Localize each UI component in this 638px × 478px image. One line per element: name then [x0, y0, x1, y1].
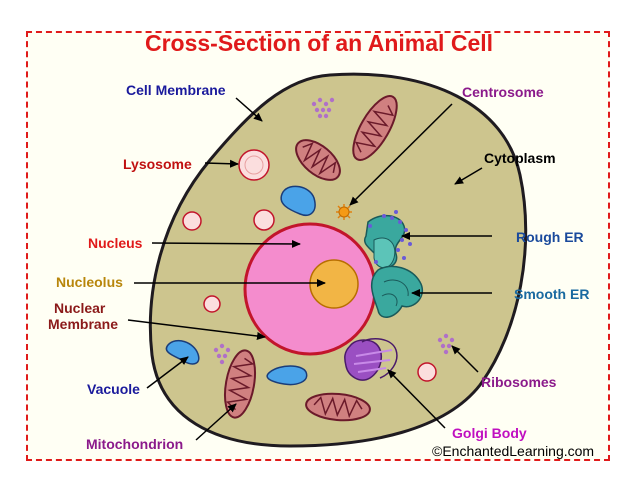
label-golgi-body: Golgi Body — [452, 425, 527, 441]
label-centrosome: Centrosome — [462, 84, 544, 100]
mitochondrion-top — [352, 95, 398, 161]
label-cytoplasm: Cytoplasm — [484, 150, 556, 166]
ribosome-cluster — [213, 343, 231, 365]
leader-cell-membrane — [235, 97, 263, 122]
label-smooth-er: Smooth ER — [514, 286, 590, 302]
leader-nucleus — [151, 239, 301, 248]
label-ribosomes: Ribosomes — [481, 374, 557, 390]
lysosome — [238, 149, 270, 181]
label-vacuole: Vacuole — [87, 381, 140, 397]
label-nuclear-membrane-line2: Membrane — [48, 316, 119, 332]
label-nucleus: Nucleus — [88, 235, 143, 251]
vesicle — [203, 295, 221, 313]
label-cell-membrane: Cell Membrane — [126, 82, 226, 98]
centrosome — [336, 204, 352, 220]
leader-nuclear-membrane — [127, 319, 266, 340]
mitochondrion-lower-left — [224, 349, 256, 419]
label-nucleolus: Nucleolus — [56, 274, 123, 290]
label-mitochondrion: Mitochondrion — [86, 436, 184, 452]
golgi-body — [344, 337, 398, 381]
rough-er — [363, 210, 412, 270]
leader-cytoplasm — [454, 167, 483, 185]
label-nuclear-membrane-line1: Nuclear — [54, 300, 106, 316]
label-lysosome: Lysosome — [123, 156, 192, 172]
leader-mitochondrion — [195, 403, 237, 441]
vacuole-left — [165, 339, 200, 365]
nucleolus — [309, 259, 359, 309]
vesicle — [182, 211, 202, 231]
vesicle — [417, 362, 437, 382]
credit-text: ©EnchantedLearning.com — [432, 443, 595, 459]
vacuole-bottom — [266, 365, 308, 386]
leader-vacuole — [146, 356, 189, 389]
mitochondrion-upper — [295, 139, 341, 181]
smooth-er — [370, 265, 423, 318]
leader-golgi-body — [387, 369, 446, 429]
vacuole-top — [280, 185, 316, 216]
vesicle — [253, 209, 275, 231]
label-rough-er: Rough ER — [516, 229, 584, 245]
leader-lysosome — [204, 159, 239, 168]
mitochondrion-bottom — [305, 392, 371, 422]
leader-centrosome — [349, 103, 453, 206]
diagram-title: Cross-Section of an Animal Cell — [144, 30, 494, 56]
ribosome-cluster — [311, 97, 335, 119]
ribosome-cluster — [437, 333, 455, 355]
leader-ribosomes — [451, 345, 479, 373]
